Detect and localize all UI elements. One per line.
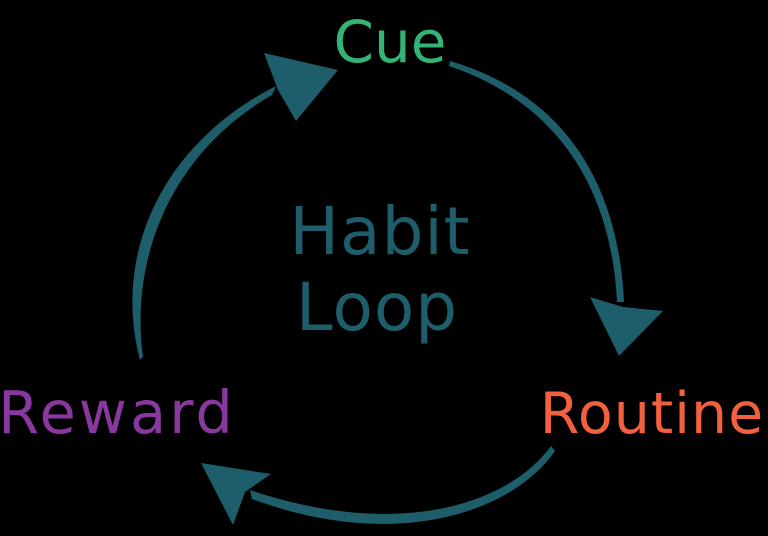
- title-line-2: Loop: [296, 269, 458, 346]
- cue-label: Cue: [334, 8, 447, 76]
- arrowhead-to-routine-icon: [590, 297, 663, 356]
- routine-label: Routine: [540, 381, 764, 447]
- reward-label: Reward: [0, 378, 236, 447]
- title-line-1: Habit: [289, 193, 470, 270]
- cycle-arrows: [132, 53, 663, 525]
- arrowhead-to-cue-icon: [264, 53, 338, 121]
- arc-reward-to-cue: [132, 86, 276, 360]
- center-title: Habit Loop: [289, 193, 470, 346]
- arc-cue-to-routine: [449, 61, 624, 302]
- arc-routine-to-reward: [250, 446, 555, 524]
- arrowhead-to-reward-icon: [201, 463, 271, 525]
